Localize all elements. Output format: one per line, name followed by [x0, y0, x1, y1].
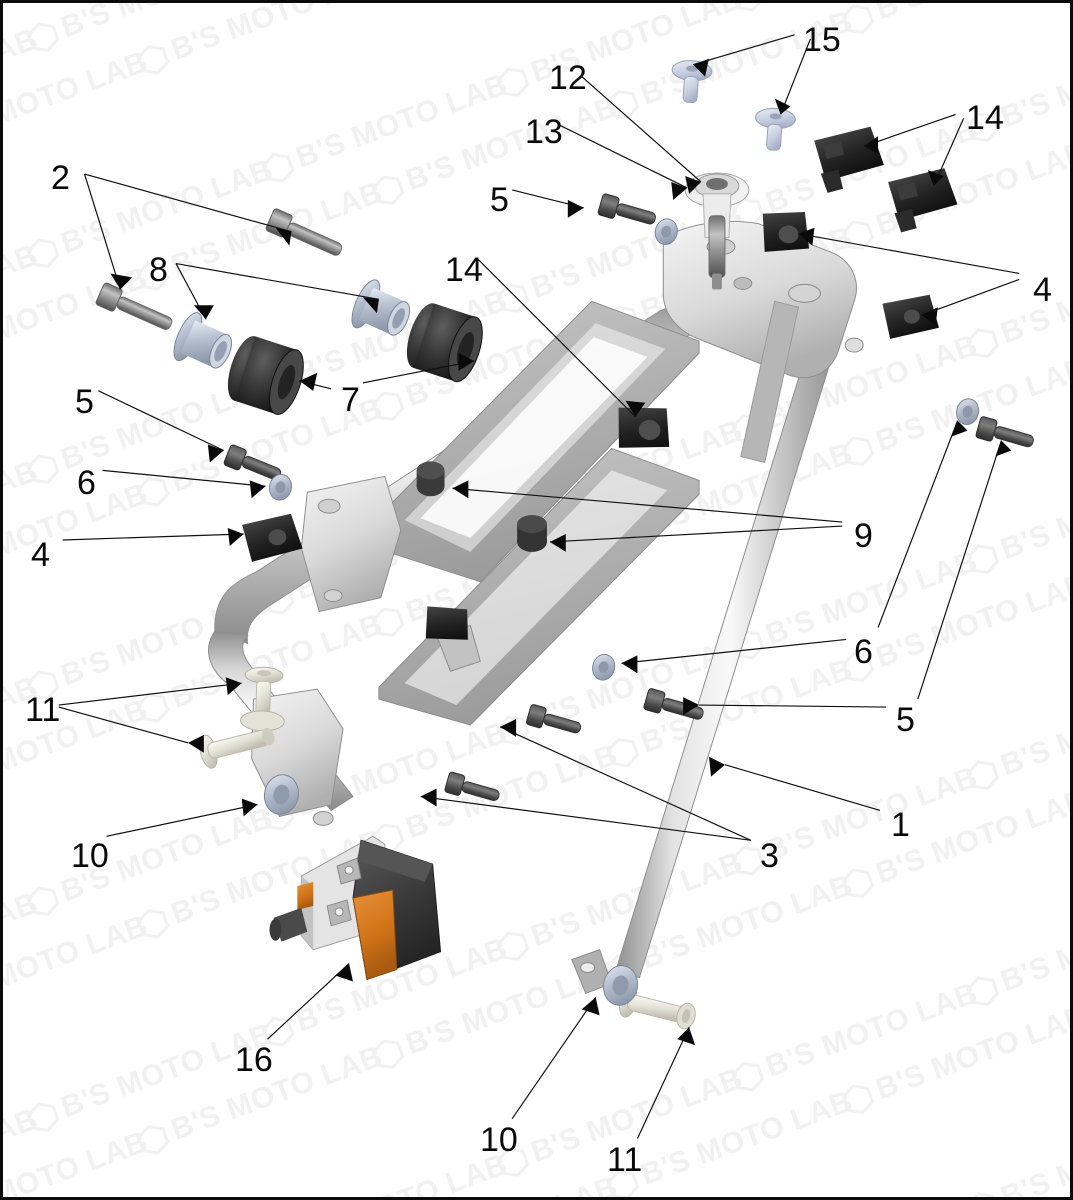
callout-15: 15	[803, 21, 841, 59]
callout-14: 14	[966, 99, 1004, 137]
callout-6: 6	[77, 464, 96, 502]
callout-2: 2	[51, 159, 70, 197]
part-14-wire-clip	[618, 126, 958, 448]
part-6-flat-washer	[268, 218, 980, 681]
callout-5: 5	[490, 181, 509, 219]
part-8-collar-bushing	[173, 279, 411, 369]
callout-9: 9	[854, 517, 873, 555]
callout-11: 11	[607, 1141, 643, 1179]
callout-12: 12	[549, 59, 587, 97]
callout-16: 16	[235, 1041, 273, 1079]
callout-5: 5	[896, 701, 915, 739]
callout-4: 4	[31, 536, 50, 574]
part-12-mount-stud	[708, 215, 726, 290]
callout-14: 14	[445, 251, 483, 289]
callout-13: 13	[525, 113, 563, 151]
subframe-assembly	[208, 221, 864, 995]
callout-10: 10	[480, 1121, 518, 1159]
part-3-flange-bolt	[444, 704, 582, 801]
part-5-hex-flange-bolt	[223, 193, 1034, 720]
callout-3: 3	[760, 837, 779, 875]
part-16-taillight-assembly	[269, 835, 442, 981]
part-4-speed-nut-clip	[242, 294, 940, 640]
callout-7: 7	[341, 381, 360, 419]
part-14-wire-clip-mounted	[618, 407, 670, 448]
callout-10: 10	[71, 837, 109, 875]
callout-4: 4	[1033, 271, 1052, 309]
callout-6: 6	[854, 633, 873, 671]
callout-8: 8	[149, 251, 168, 289]
callout-1: 1	[891, 806, 910, 844]
callout-11: 11	[25, 691, 61, 729]
callout-5: 5	[75, 383, 94, 421]
